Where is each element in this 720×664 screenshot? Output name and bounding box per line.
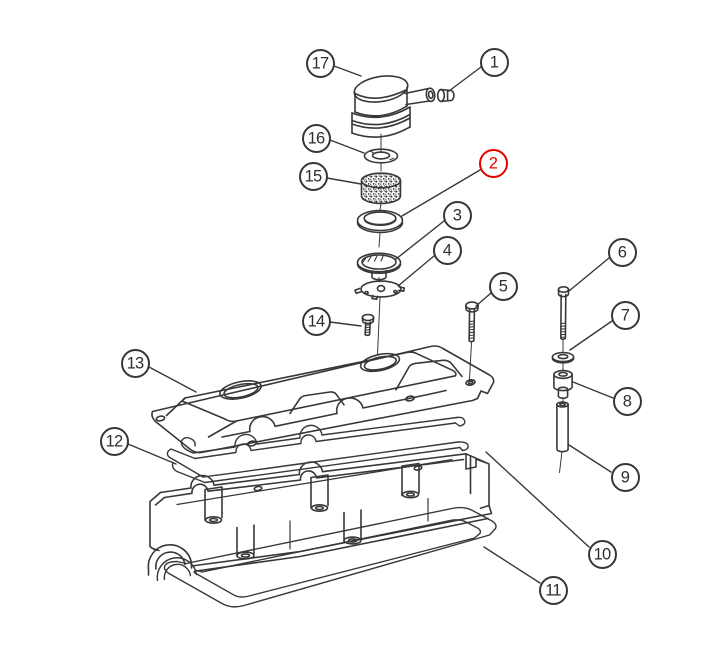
spacer-tube: [556, 401, 569, 473]
callout-2[interactable]: 2: [478, 148, 508, 178]
leader-line-16: [329, 139, 365, 154]
callout-16[interactable]: 16: [301, 123, 331, 153]
retainer-plate: [354, 280, 406, 301]
cover-screw: [361, 313, 375, 337]
callout-number: 8: [622, 392, 632, 411]
baffle-plate: [356, 252, 402, 281]
callout-7[interactable]: 7: [610, 300, 640, 330]
callout-15[interactable]: 15: [298, 161, 328, 191]
lower-gasket: [156, 506, 497, 608]
callout-9[interactable]: 9: [610, 462, 640, 492]
rubber-bushing: [553, 369, 573, 403]
leader-line-2: [401, 169, 481, 217]
callout-6[interactable]: 6: [607, 237, 637, 267]
callout-number: 9: [620, 468, 630, 487]
callout-10[interactable]: 10: [587, 539, 617, 569]
callout-number: 3: [452, 206, 462, 225]
leader-lines: [127, 65, 614, 584]
callout-11[interactable]: 11: [538, 575, 568, 605]
stud-washer: [551, 351, 575, 371]
leader-line-13: [148, 366, 197, 393]
callout-number: 2: [488, 154, 498, 173]
center-axis-line: [377, 133, 382, 356]
leader-line-6: [568, 257, 610, 292]
callout-12[interactable]: 12: [99, 426, 129, 456]
callout-number: 13: [126, 354, 145, 373]
callout-number: 10: [593, 545, 612, 564]
callout-number: 14: [307, 312, 326, 331]
callout-5[interactable]: 5: [488, 271, 518, 301]
callout-number: 15: [304, 167, 323, 186]
callout-1[interactable]: 1: [479, 47, 509, 77]
breather-plug: [436, 88, 455, 103]
leader-line-5: [475, 292, 492, 307]
callout-3[interactable]: 3: [442, 200, 472, 230]
leader-line-4: [397, 255, 435, 287]
callout-13[interactable]: 13: [120, 348, 150, 378]
callout-number: 11: [545, 581, 561, 600]
callout-number: 6: [617, 243, 627, 262]
leader-line-15: [326, 177, 362, 185]
flange-bolt: [465, 301, 479, 382]
callout-number: 4: [442, 241, 452, 260]
callout-8[interactable]: 8: [612, 386, 642, 416]
breather-cap: [351, 75, 436, 138]
leader-line-12: [127, 443, 177, 465]
callout-number: 12: [105, 432, 124, 451]
leader-line-17: [333, 65, 362, 77]
callout-number: 7: [620, 306, 630, 325]
callout-number: 17: [311, 54, 330, 73]
stud-bolt: [557, 285, 570, 352]
leader-line-11: [483, 546, 541, 584]
lower-frame: [147, 453, 493, 576]
callout-14[interactable]: 14: [301, 306, 331, 336]
seal-ring: [356, 209, 404, 234]
leader-line-3: [395, 220, 445, 260]
leader-line-7: [569, 320, 613, 351]
cover-gasket: [166, 416, 469, 484]
callout-number: 5: [498, 277, 508, 296]
leader-line-8: [572, 381, 614, 399]
callout-17[interactable]: 17: [305, 48, 335, 78]
leader-line-10: [485, 451, 590, 548]
valve-cover: [151, 345, 495, 454]
leader-line-1: [448, 66, 482, 92]
callout-number: 1: [489, 53, 499, 72]
leader-line-14: [329, 321, 362, 327]
filter-element: [360, 172, 402, 205]
callout-number: 16: [307, 129, 326, 148]
leader-line-9: [568, 444, 612, 473]
callout-4[interactable]: 4: [432, 235, 462, 265]
breather-washer: [363, 148, 399, 164]
